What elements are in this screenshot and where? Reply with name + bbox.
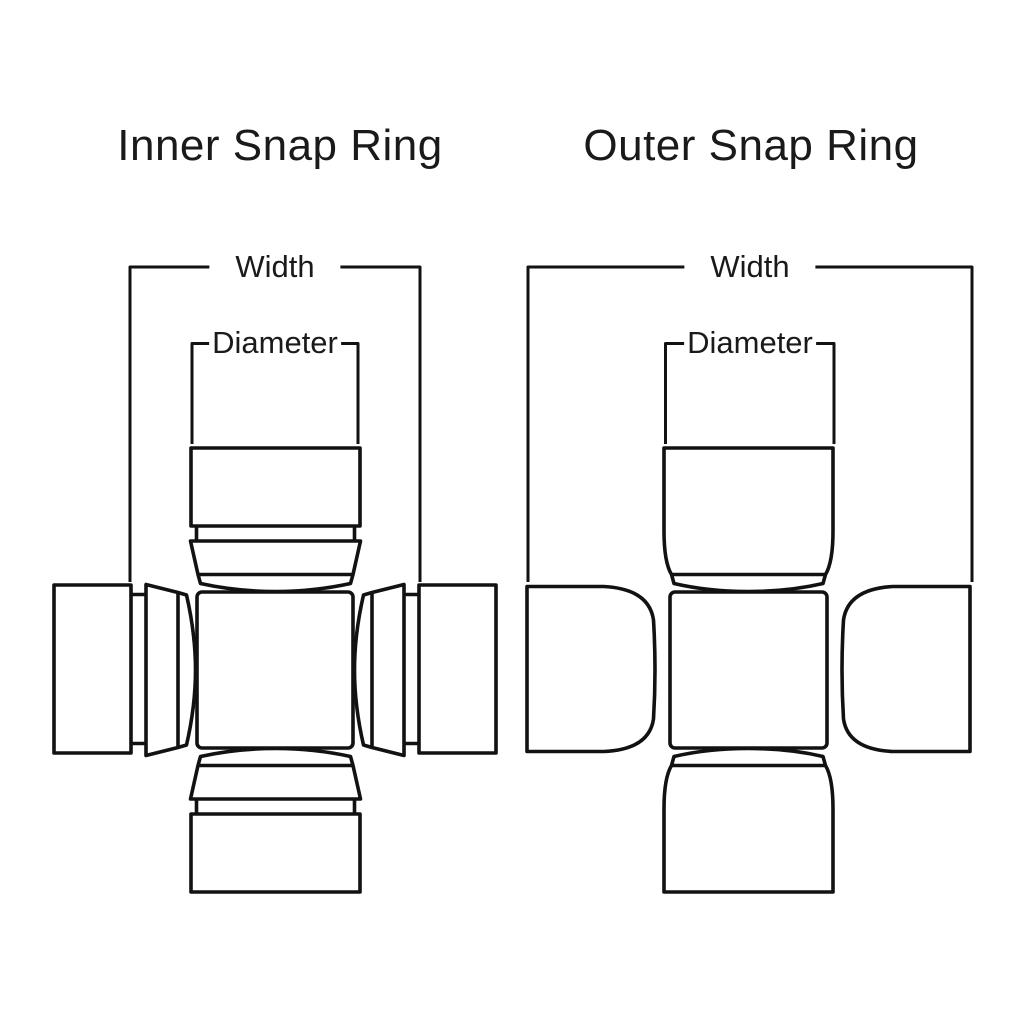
outer-center-body <box>668 590 829 750</box>
outer-right-bearing-cap <box>840 584 972 754</box>
outer-left-bearing-cap <box>525 584 657 754</box>
outer-width-bracket <box>526 265 974 582</box>
inner-diagram-title: Inner Snap Ring <box>117 121 443 170</box>
inner-width-bracket <box>128 265 422 582</box>
outer-bottom-bearing-cap <box>662 746 835 894</box>
inner-top-snap-ring-groove <box>194 526 357 541</box>
inner-diameter-label: Diameter <box>209 325 341 361</box>
inner-left-flange <box>144 582 198 758</box>
inner-top-bearing-cap <box>189 446 362 528</box>
inner-center-body <box>195 590 355 750</box>
inner-cross <box>52 446 498 894</box>
inner-bottom-flange <box>188 746 363 801</box>
outer-diagram-title: Outer Snap Ring <box>583 121 919 170</box>
outer-width-label: Width <box>684 249 816 285</box>
inner-right-flange <box>352 582 406 758</box>
inner-left-snap-ring-groove <box>131 592 146 746</box>
inner-snap-ring-figure <box>52 265 498 894</box>
inner-bottom-snap-ring-groove <box>194 799 357 814</box>
inner-right-bearing-cap <box>417 583 498 755</box>
inner-dimension-brackets <box>128 265 422 582</box>
outer-dimension-brackets <box>526 265 974 582</box>
outer-cross <box>525 446 972 894</box>
inner-bottom-bearing-cap <box>189 812 362 894</box>
inner-width-label: Width <box>209 249 341 285</box>
inner-right-snap-ring-groove <box>404 592 419 746</box>
inner-top-flange <box>188 539 363 594</box>
outer-diameter-label: Diameter <box>684 325 816 361</box>
outer-snap-ring-figure <box>525 265 974 894</box>
outer-top-bearing-cap <box>662 446 835 594</box>
inner-left-bearing-cap <box>52 583 133 755</box>
